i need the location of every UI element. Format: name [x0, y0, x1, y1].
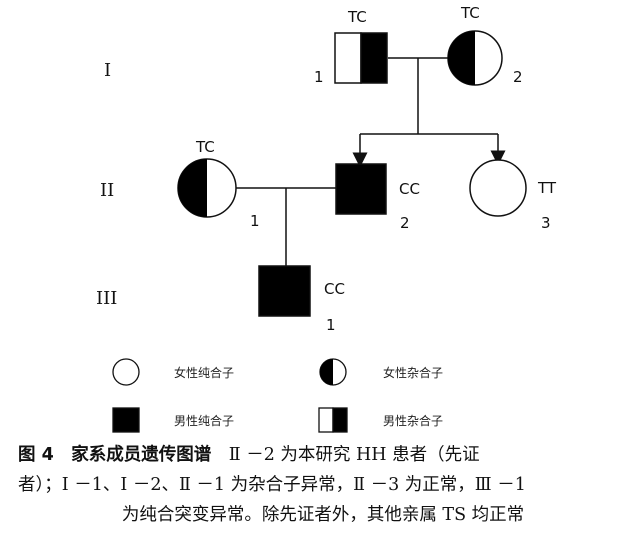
- legend-female-homozygous-symbol: [112, 358, 140, 386]
- number-II-1: 1: [250, 212, 260, 230]
- legend-male-heterozygous-symbol: [318, 407, 348, 433]
- legend-male-heterozygous-label: 男性杂合子: [383, 413, 443, 428]
- generation-label-I: I: [104, 60, 111, 81]
- number-II-3: 3: [541, 214, 551, 232]
- individual-II-2: [335, 163, 387, 215]
- legend-female-homozygous-label: 女性纯合子: [174, 365, 234, 380]
- generation-label-III: III: [96, 288, 117, 309]
- caption-title: 图 4 家系成员遗传图谱: [18, 445, 212, 465]
- legend-female-heterozygous-symbol: [319, 358, 347, 386]
- number-III-1: 1: [326, 316, 336, 334]
- caption-line3: 为纯合突变异常。除先证者外，其他亲属 TS 均正常: [121, 505, 525, 525]
- caption-line1: Ⅱ －2 为本研究 HH 患者（先证: [211, 445, 480, 465]
- figure-caption: 图 4 家系成员遗传图谱 Ⅱ －2 为本研究 HH 患者（先证 者）；Ⅰ －1、…: [18, 440, 628, 530]
- genotype-II-2: CC: [399, 180, 420, 198]
- generation-label-II: II: [100, 180, 114, 201]
- individual-I-2: [447, 30, 503, 86]
- legend: 女性纯合子 女性杂合子 男性纯合子 男性杂合子: [112, 358, 443, 433]
- caption-line2: 者）；Ⅰ －1、Ⅰ －2、Ⅱ －1 为杂合子异常，Ⅱ －3 为正常，Ⅲ －1: [18, 475, 526, 495]
- individual-I-1: [334, 32, 388, 84]
- individual-III-1: [258, 265, 311, 317]
- legend-male-homozygous-symbol: [112, 407, 140, 433]
- genotype-II-3: TT: [537, 179, 557, 197]
- number-II-2: 2: [400, 214, 410, 232]
- individual-II-3: [469, 159, 527, 217]
- legend-female-heterozygous-label: 女性杂合子: [383, 365, 443, 380]
- individual-II-1: [177, 158, 237, 218]
- number-I-1: 1: [314, 68, 324, 86]
- legend-male-homozygous-label: 男性纯合子: [174, 413, 234, 428]
- number-I-2: 2: [513, 68, 523, 86]
- genotype-II-1: TC: [195, 138, 215, 156]
- genotype-III-1: CC: [324, 280, 345, 298]
- genotype-I-2: TC: [460, 4, 480, 22]
- genotype-I-1: TC: [347, 8, 367, 26]
